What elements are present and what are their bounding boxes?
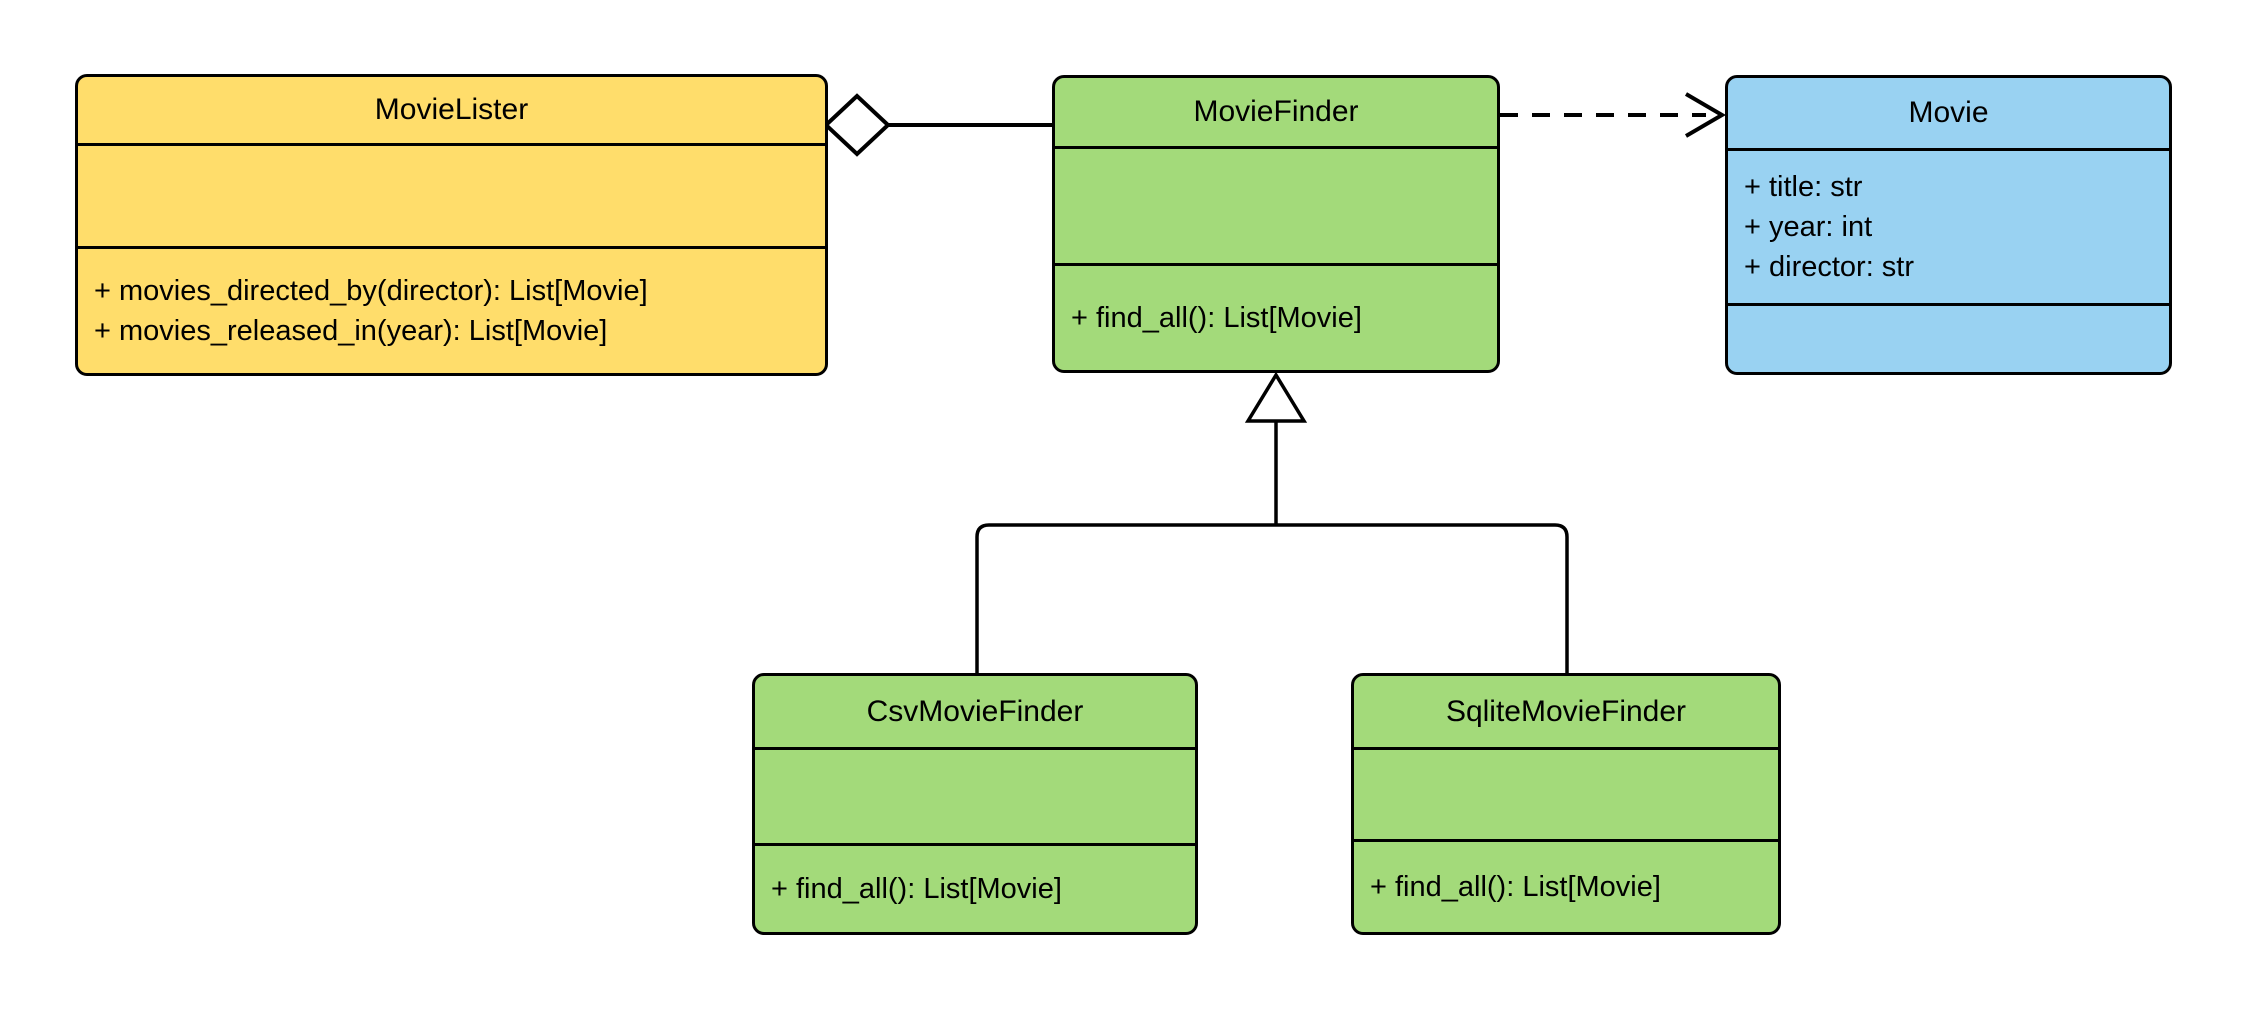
- class-attributes-section: + title: str + year: int + director: str: [1728, 148, 2169, 303]
- method-line: + movies_directed_by(director): List[Mov…: [94, 275, 648, 307]
- class-title: Movie: [1908, 96, 1989, 129]
- class-methods-section: + find_all(): List[Movie]: [1055, 263, 1497, 370]
- class-box-movie: Movie + title: str + year: int + directo…: [1725, 75, 2172, 375]
- dependency-arrowhead: [1684, 92, 1726, 138]
- class-methods-section: [1728, 303, 2169, 372]
- attribute-line: + director: str: [1744, 251, 1915, 283]
- class-attributes-section: [755, 747, 1195, 843]
- class-attributes-section: [1354, 747, 1778, 839]
- class-box-sqlitemoviefinder: SqliteMovieFinder + find_all(): List[Mov…: [1351, 673, 1781, 935]
- class-box-moviefinder: MovieFinder + find_all(): List[Movie]: [1052, 75, 1500, 373]
- class-attributes-section: [1055, 146, 1497, 263]
- inheritance-triangle: [1244, 371, 1308, 423]
- class-box-csvmoviefinder: CsvMovieFinder + find_all(): List[Movie]: [752, 673, 1198, 935]
- class-box-movielister: MovieLister + movies_directed_by(directo…: [75, 74, 828, 376]
- method-line: + movies_released_in(year): List[Movie]: [94, 315, 608, 347]
- method-line: + find_all(): List[Movie]: [1370, 871, 1661, 903]
- attribute-line: + year: int: [1744, 211, 1873, 243]
- inheritance-branch-path: [975, 523, 1569, 673]
- aggregation-diamond: [823, 93, 891, 157]
- class-methods-section: + movies_directed_by(director): List[Mov…: [78, 246, 825, 373]
- attribute-line: + title: str: [1744, 171, 1863, 203]
- class-title: SqliteMovieFinder: [1445, 694, 1687, 728]
- class-methods-section: + find_all(): List[Movie]: [1354, 839, 1778, 932]
- class-title: MovieFinder: [1193, 95, 1359, 128]
- method-line: + find_all(): List[Movie]: [1071, 302, 1362, 334]
- class-attributes-section: [78, 143, 825, 246]
- class-methods-section: + find_all(): List[Movie]: [755, 843, 1195, 932]
- class-title: MovieLister: [374, 93, 529, 126]
- method-line: + find_all(): List[Movie]: [771, 873, 1062, 905]
- class-title: CsvMovieFinder: [866, 694, 1084, 728]
